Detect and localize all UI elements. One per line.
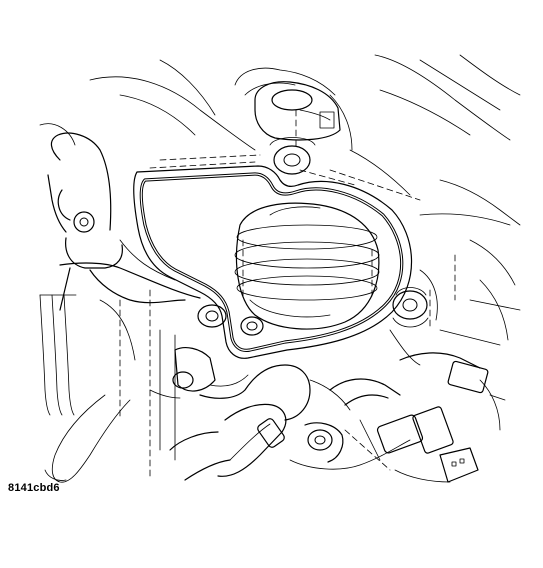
upper-mounting-boss [254,81,341,175]
upper-background-lines [39,54,521,341]
gasket [133,165,413,359]
lower-hose-assembly [149,347,351,481]
right-side-lines [389,254,521,366]
figure-id-label: 8141cbd6 [8,482,60,494]
left-hose-assembly [39,132,201,483]
housing-bolt-bosses [197,269,438,336]
housing-body [234,202,380,330]
sensor-connector [289,352,506,483]
